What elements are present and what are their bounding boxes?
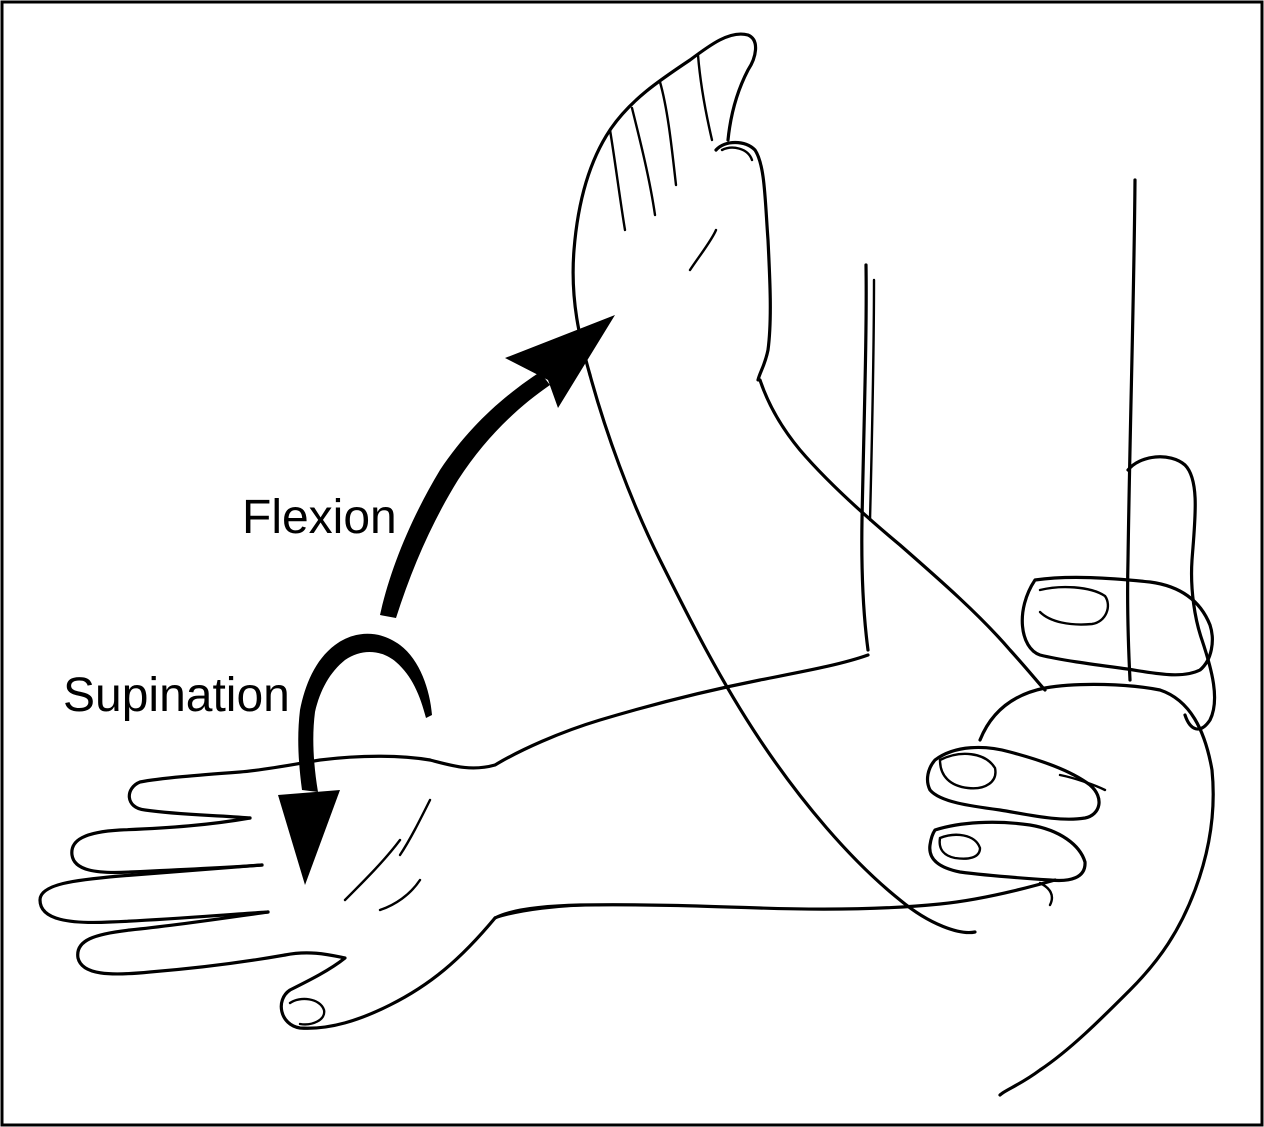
examiner-hand-drawing [928,457,1215,1095]
examiner-arm-drawing [862,180,1135,680]
supination-arrow [278,634,432,885]
flexion-label: Flexion [242,491,397,544]
supination-arrowhead [278,790,340,885]
supination-label: Supination [63,669,290,722]
flexed-forearm-drawing [573,34,1045,932]
flexion-arrow [380,315,615,618]
